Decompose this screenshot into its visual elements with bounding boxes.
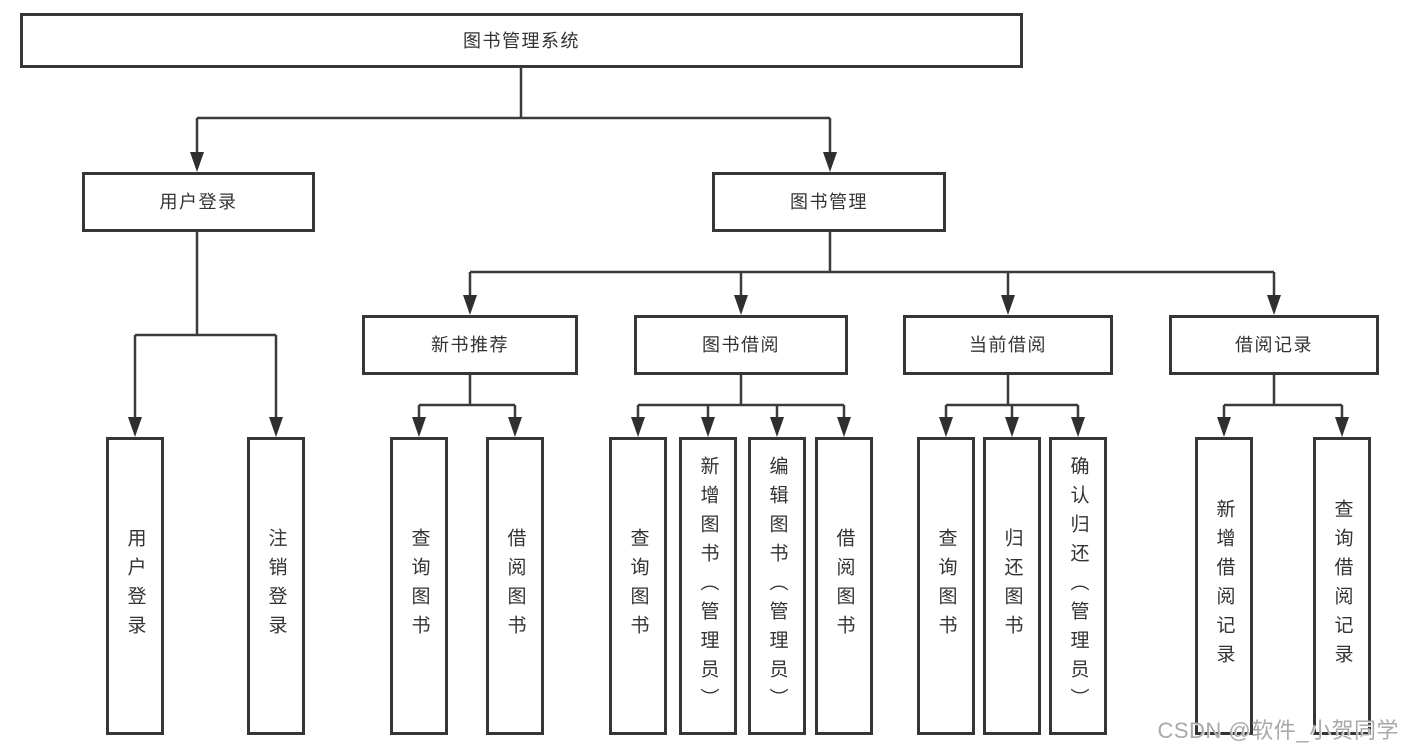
node-leaf-rec-query-books: 查询图书 — [390, 437, 448, 735]
node-leaf-cb-return-books-label: 归还图书 — [1001, 528, 1023, 644]
node-leaf-br-add-record-label: 新增借阅记录 — [1213, 499, 1235, 673]
node-leaf-br-add-record: 新增借阅记录 — [1195, 437, 1253, 735]
node-leaf-logout-label: 注销登录 — [265, 528, 287, 644]
node-leaf-cb-query-books-label: 查询图书 — [935, 528, 957, 644]
node-new-book-recommendation-label: 新书推荐 — [431, 335, 509, 355]
node-leaf-user-login: 用户登录 — [106, 437, 164, 735]
node-leaf-cb-query-books: 查询图书 — [917, 437, 975, 735]
node-book-management-label: 图书管理 — [790, 192, 868, 212]
node-root-system: 图书管理系统 — [20, 13, 1023, 68]
node-leaf-cb-confirm-return-admin-label: 确认归还（管理员） — [1067, 455, 1089, 717]
node-user-login-label: 用户登录 — [159, 192, 238, 212]
node-leaf-cb-confirm-return-admin: 确认归还（管理员） — [1049, 437, 1107, 735]
node-leaf-rec-borrow-books: 借阅图书 — [486, 437, 544, 735]
node-leaf-bb-edit-books-admin: 编辑图书（管理员） — [748, 437, 806, 735]
node-book-borrowing: 图书借阅 — [634, 315, 848, 375]
node-new-book-recommendation: 新书推荐 — [362, 315, 578, 375]
node-current-borrowing-label: 当前借阅 — [969, 335, 1047, 355]
node-book-borrowing-label: 图书借阅 — [702, 335, 780, 355]
node-leaf-user-login-label: 用户登录 — [124, 528, 146, 644]
node-current-borrowing: 当前借阅 — [903, 315, 1113, 375]
node-leaf-logout: 注销登录 — [247, 437, 305, 735]
node-leaf-br-query-record-label: 查询借阅记录 — [1331, 499, 1353, 673]
node-user-login: 用户登录 — [82, 172, 315, 232]
node-leaf-br-query-record: 查询借阅记录 — [1313, 437, 1371, 735]
node-leaf-bb-query-books-label: 查询图书 — [627, 528, 649, 644]
node-leaf-cb-return-books: 归还图书 — [983, 437, 1041, 735]
node-borrowing-records-label: 借阅记录 — [1235, 335, 1313, 355]
node-leaf-rec-query-books-label: 查询图书 — [408, 528, 430, 644]
node-leaf-rec-borrow-books-label: 借阅图书 — [504, 528, 526, 644]
node-book-management: 图书管理 — [712, 172, 946, 232]
node-leaf-bb-query-books: 查询图书 — [609, 437, 667, 735]
node-borrowing-records: 借阅记录 — [1169, 315, 1379, 375]
node-leaf-bb-borrow-books-label: 借阅图书 — [833, 528, 855, 644]
node-leaf-bb-borrow-books: 借阅图书 — [815, 437, 873, 735]
node-leaf-bb-add-books-admin: 新增图书（管理员） — [679, 437, 737, 735]
node-leaf-bb-edit-books-admin-label: 编辑图书（管理员） — [766, 455, 788, 717]
node-root-system-label: 图书管理系统 — [463, 30, 580, 51]
node-leaf-bb-add-books-admin-label: 新增图书（管理员） — [697, 455, 719, 717]
csdn-watermark: CSDN @软件_小贺同学 — [1157, 718, 1399, 743]
